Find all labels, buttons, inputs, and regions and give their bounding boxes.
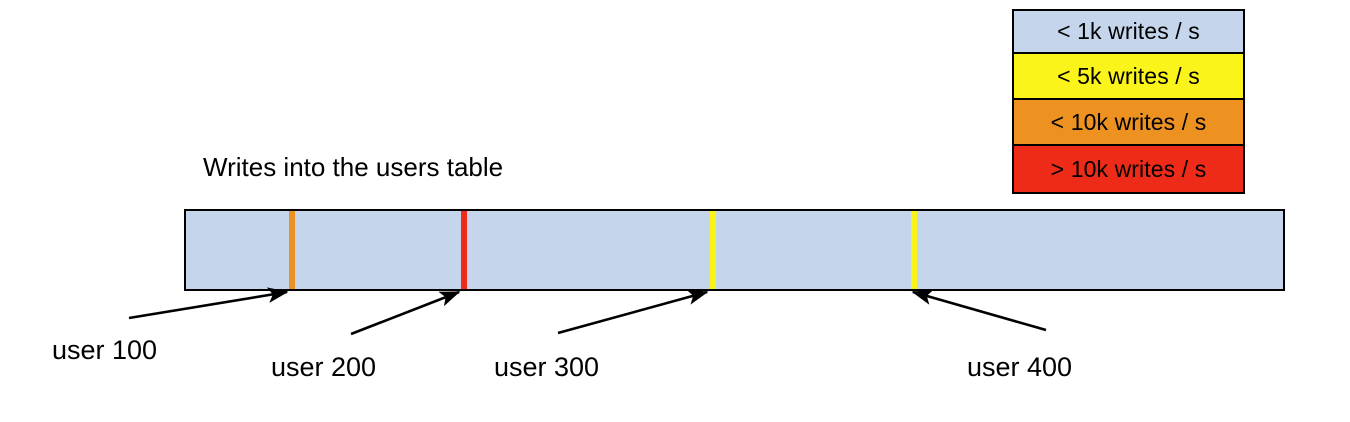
user-300-stripe xyxy=(710,211,716,289)
legend-row-over-10k: > 10k writes / s xyxy=(1014,146,1243,192)
callout-label-user-300: user 300 xyxy=(494,352,600,382)
user-100-arrow xyxy=(128,287,289,320)
user-400-arrow xyxy=(911,289,1047,332)
user-200-arrow xyxy=(350,290,461,336)
legend: < 1k writes / s < 5k writes / s < 10k wr… xyxy=(1012,9,1245,194)
user-300-arrow xyxy=(557,289,709,335)
callout-label-user-400: user 400 xyxy=(967,352,1073,382)
user-100-stripe xyxy=(289,211,295,289)
legend-label-under-5k: < 5k writes / s xyxy=(1057,62,1200,89)
legend-row-under-5k: < 5k writes / s xyxy=(1014,54,1243,100)
users-table-bar xyxy=(184,209,1285,291)
callout-label-user-200: user 200 xyxy=(271,352,377,382)
user-400-stripe xyxy=(911,211,917,289)
callout-label-user-100: user 100 xyxy=(52,335,158,365)
user-200-stripe xyxy=(461,211,467,289)
legend-row-under-1k: < 1k writes / s xyxy=(1014,11,1243,54)
legend-label-under-10k: < 10k writes / s xyxy=(1050,108,1207,135)
legend-label-over-10k: > 10k writes / s xyxy=(1050,155,1207,182)
chart-title: Writes into the users table xyxy=(203,152,504,182)
legend-row-under-10k: < 10k writes / s xyxy=(1014,100,1243,146)
legend-label-under-1k: < 1k writes / s xyxy=(1057,18,1200,44)
